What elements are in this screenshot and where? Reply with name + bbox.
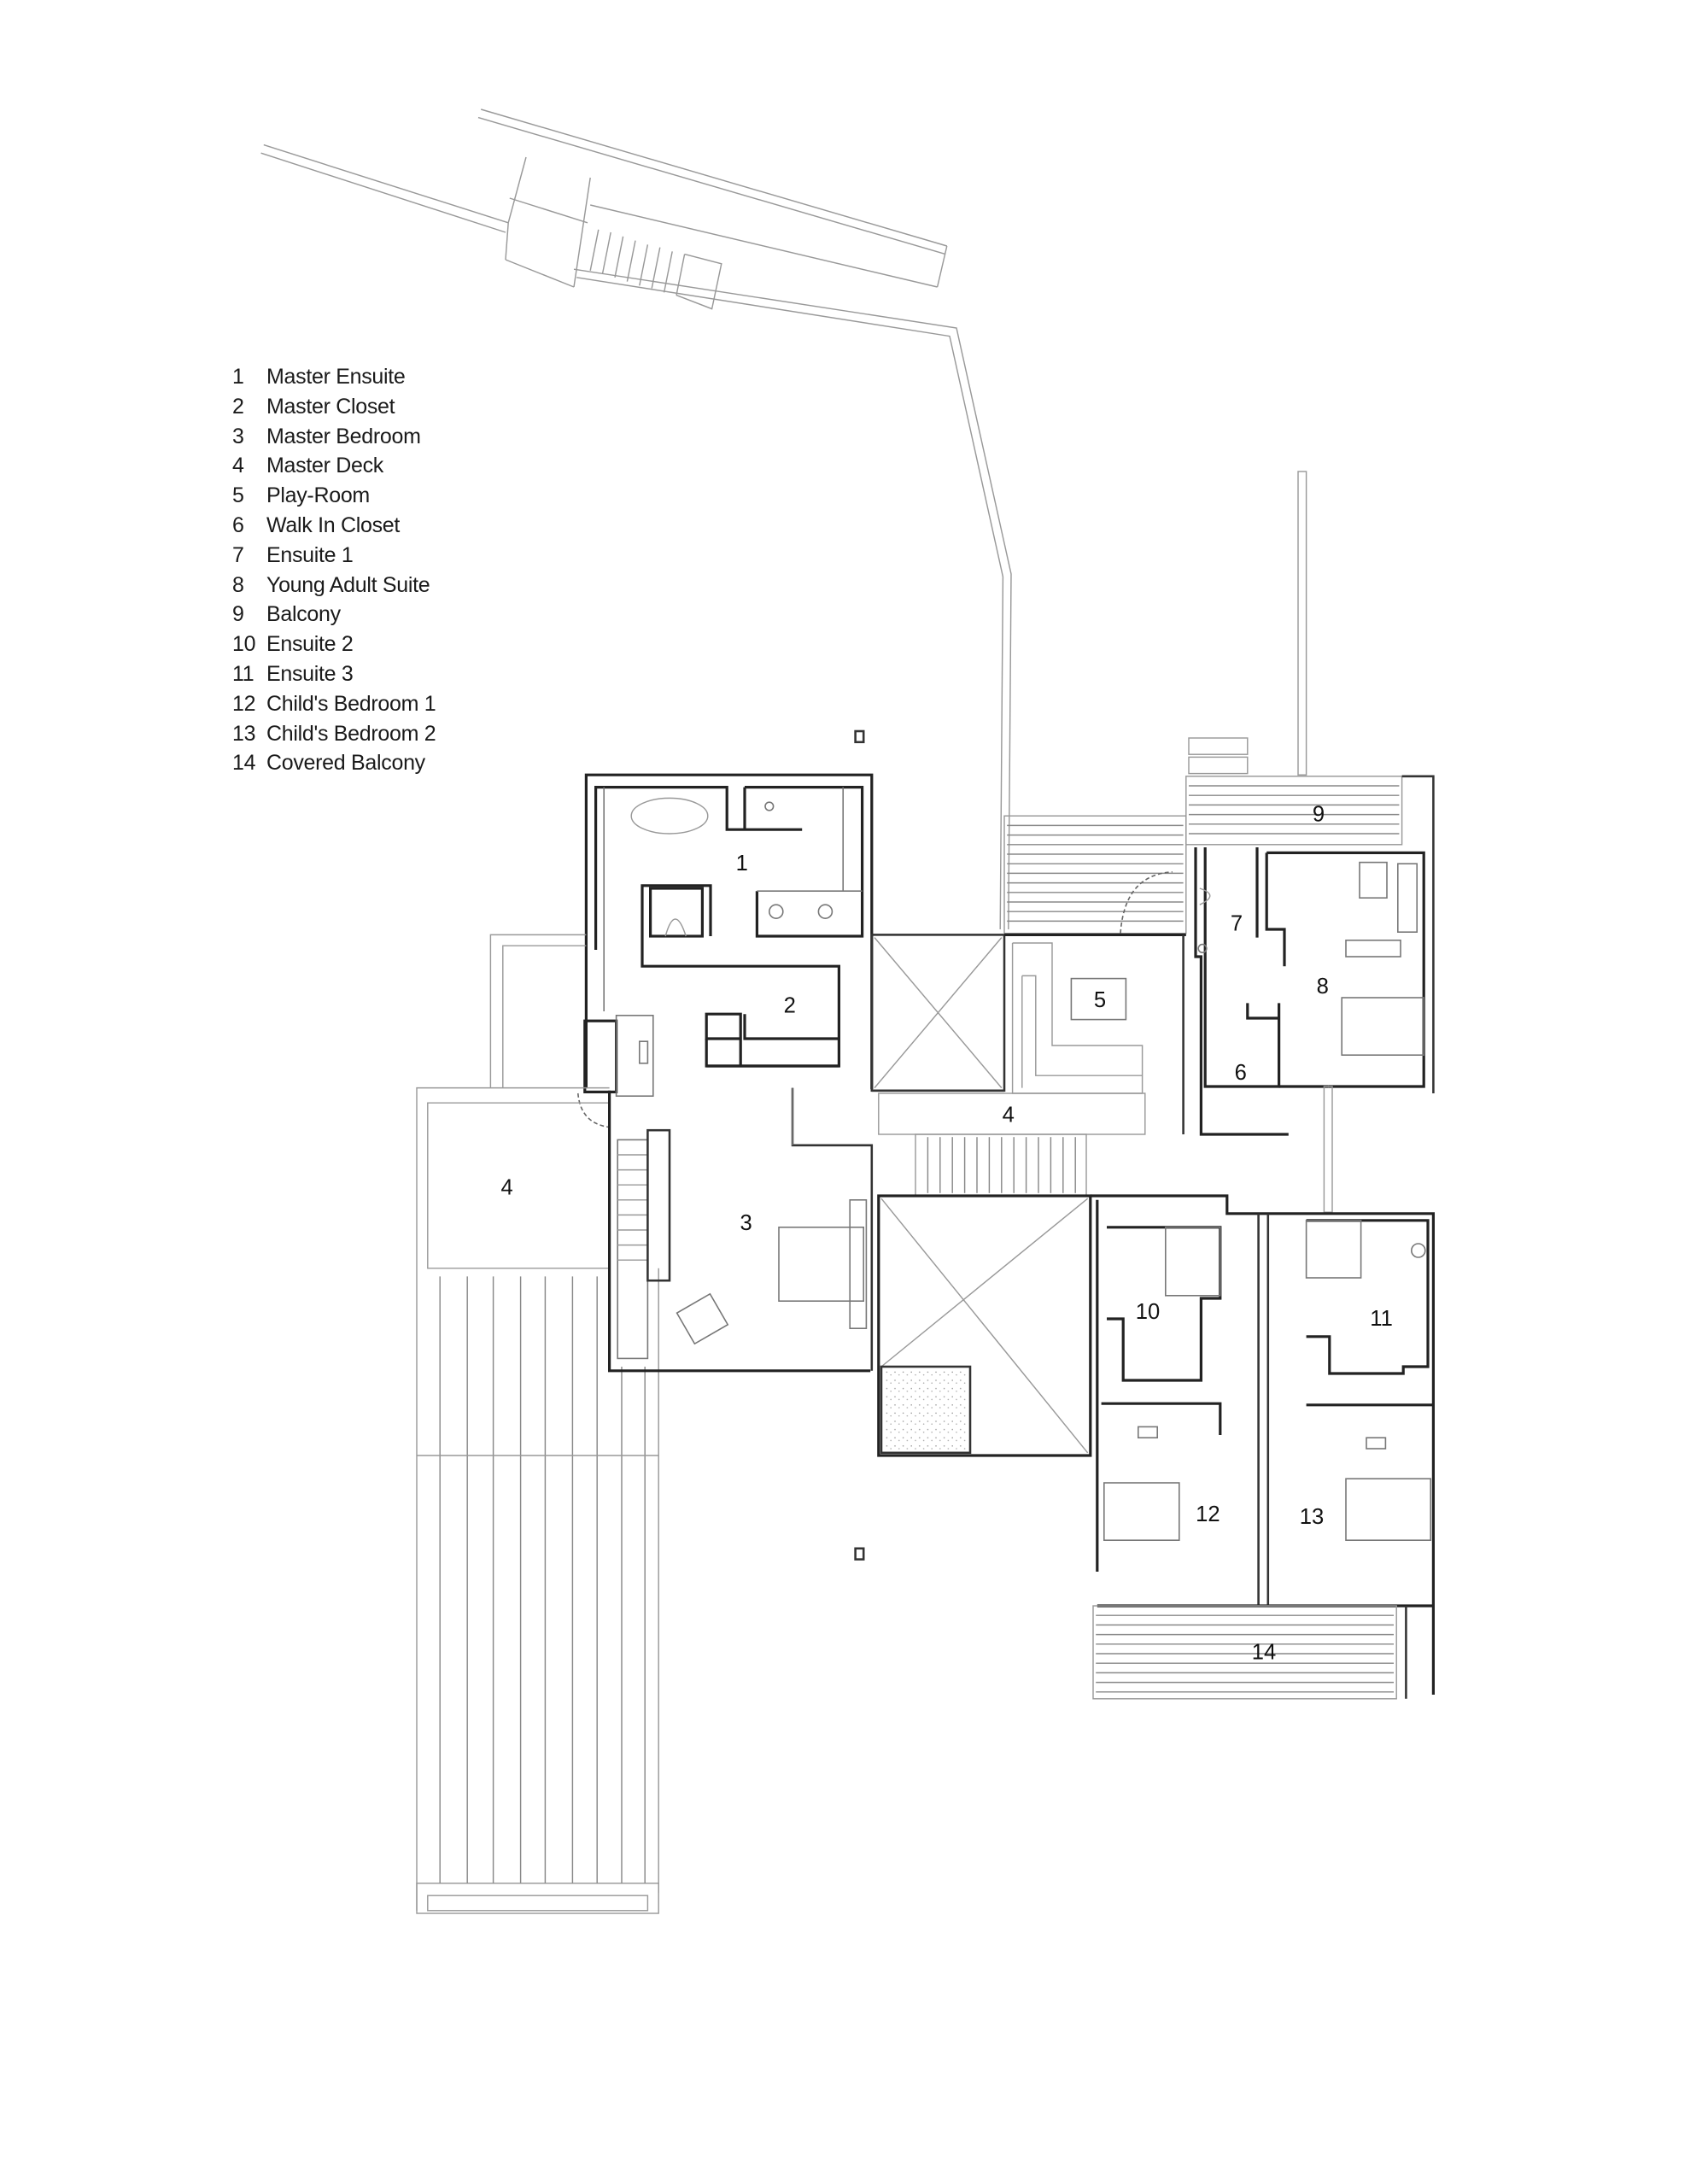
room-label-8: 8 <box>1317 975 1329 999</box>
bed <box>1345 1478 1432 1541</box>
legend-label: Balcony <box>266 602 341 627</box>
room-label-1: 1 <box>736 852 748 876</box>
legend-number: 6 <box>232 512 244 537</box>
legend-label: Young Adult Suite <box>266 572 430 597</box>
sink <box>769 904 784 919</box>
room-label-6: 6 <box>1235 1061 1247 1085</box>
room-label-3: 3 <box>740 1211 752 1235</box>
legend-number: 10 <box>232 632 256 657</box>
legend-item: 10 Ensuite 2 <box>232 630 506 659</box>
bed <box>1341 997 1424 1057</box>
room-label-12: 12 <box>1196 1502 1220 1526</box>
west-terrace <box>489 934 654 1128</box>
young-adult-suite <box>1185 471 1435 1213</box>
north-terrace <box>1003 815 1187 936</box>
legend-item: 9 Balcony <box>232 600 506 630</box>
column-marker <box>854 1547 865 1561</box>
legend-item: 7 Ensuite 1 <box>232 541 506 571</box>
master-bedroom <box>608 1087 874 1373</box>
legend-label: Child's Bedroom 1 <box>266 691 436 716</box>
room-label-14: 14 <box>1252 1640 1276 1664</box>
legend-label: Walk In Closet <box>266 512 401 537</box>
legend-number: 13 <box>232 721 256 746</box>
legend-item: 8 Young Adult Suite <box>232 571 506 600</box>
legend-label: Ensuite 1 <box>266 542 354 567</box>
legend-label: Ensuite 2 <box>266 632 354 657</box>
entry-bridge <box>260 108 1012 930</box>
legend-item: 13 Child's Bedroom 2 <box>232 719 506 749</box>
bed <box>778 1227 864 1302</box>
legend-item: 3 Master Bedroom <box>232 422 506 452</box>
play-room <box>1011 934 1184 1134</box>
legend-label: Master Ensuite <box>266 365 406 389</box>
legend-number: 14 <box>232 751 256 776</box>
legend-item: 11 Ensuite 3 <box>232 659 506 689</box>
shower-head <box>764 801 775 811</box>
legend-label: Master Closet <box>266 394 395 419</box>
legend-label: Master Bedroom <box>266 424 421 448</box>
room-label-4-center: 4 <box>1003 1104 1015 1128</box>
legend-number: 5 <box>232 483 244 508</box>
room-label-11: 11 <box>1370 1307 1393 1331</box>
legend-label: Covered Balcony <box>266 751 425 776</box>
sink <box>817 904 834 919</box>
room-label-9: 9 <box>1313 803 1325 827</box>
legend-item: 6 Walk In Closet <box>232 511 506 541</box>
legend-item: 5 Play-Room <box>232 481 506 511</box>
legend-item: 4 Master Deck <box>232 451 506 481</box>
legend-number: 3 <box>232 424 244 448</box>
column-marker <box>854 729 865 744</box>
armchair <box>676 1292 729 1345</box>
toilet <box>664 918 687 937</box>
legend-item: 12 Child's Bedroom 1 <box>232 689 506 719</box>
legend-label: Master Deck <box>266 454 384 478</box>
master-deck-west <box>416 1086 659 1914</box>
void-south <box>877 1194 1092 1457</box>
fireplace <box>583 1019 618 1094</box>
legend-number: 1 <box>232 365 244 389</box>
legend-number: 7 <box>232 542 244 567</box>
legend-label: Play-Room <box>266 483 370 508</box>
room-legend: 1 Master Ensuite 2 Master Closet 3 Master B… <box>232 362 506 778</box>
planter <box>880 1365 972 1455</box>
legend-number: 4 <box>232 454 244 478</box>
legend-item: 1 Master Ensuite <box>232 362 506 392</box>
legend-label: Ensuite 3 <box>266 661 354 686</box>
bathtub <box>630 797 709 835</box>
legend-number: 9 <box>232 602 244 627</box>
room-label-4-west: 4 <box>500 1175 512 1199</box>
legend-number: 8 <box>232 572 244 597</box>
room-label-13: 13 <box>1300 1505 1324 1529</box>
legend-number: 12 <box>232 691 256 716</box>
childrens-wing <box>1090 1194 1435 1700</box>
void-north <box>870 934 1006 1092</box>
legend-label: Child's Bedroom 2 <box>266 721 436 746</box>
legend-item: 14 Covered Balcony <box>232 748 506 778</box>
room-label-7: 7 <box>1231 912 1243 936</box>
room-label-10: 10 <box>1136 1300 1160 1324</box>
master-ensuite <box>584 773 874 1090</box>
room-label-2: 2 <box>784 994 796 1018</box>
bed <box>1103 1482 1180 1542</box>
legend-number: 2 <box>232 394 244 419</box>
legend-number: 11 <box>232 661 254 686</box>
legend-item: 2 Master Closet <box>232 392 506 422</box>
room-label-5: 5 <box>1094 988 1106 1012</box>
